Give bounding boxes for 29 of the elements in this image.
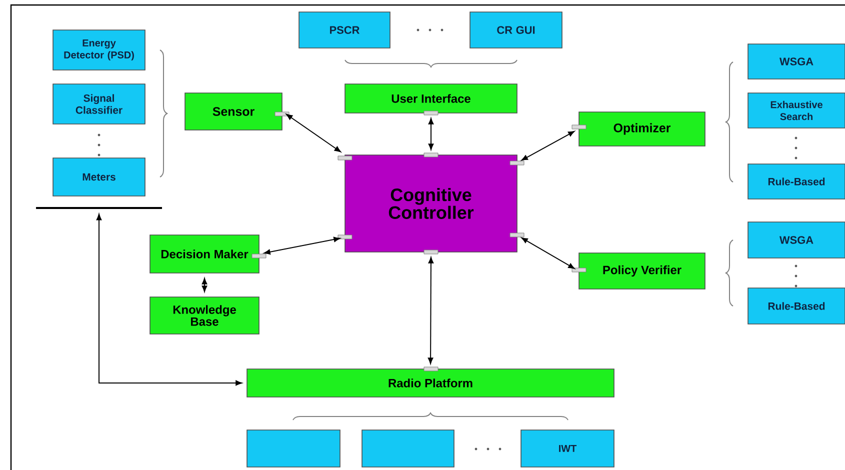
arrow: [264, 236, 340, 255]
module-box: User Interface: [344, 84, 518, 114]
component-box: Meters: [52, 158, 146, 196]
component-box: WSGA: [748, 222, 845, 258]
component-box: CR GUI: [470, 12, 562, 48]
component-box: Signal Classifier: [52, 84, 146, 124]
component-box: [362, 430, 454, 468]
module-box: Decision Maker: [150, 234, 260, 274]
module-box: Knowledge Base: [150, 296, 260, 334]
arrow: [521, 130, 575, 161]
module-box: Sensor: [184, 92, 282, 130]
component-box: WSGA: [748, 44, 845, 80]
component-box: [246, 430, 340, 468]
controller-box: Cognitive Controller: [344, 154, 518, 252]
arrow: [521, 237, 575, 269]
component-box: Exhaustive Search: [748, 92, 845, 128]
component-box: Energy Detector (PSD): [52, 30, 146, 70]
component-box: PSCR: [298, 12, 390, 48]
module-box: Optimizer: [578, 112, 706, 146]
arrow: [428, 118, 434, 150]
arrow: [202, 278, 208, 292]
component-box: Rule-Based: [748, 164, 845, 200]
component-box: IWT: [520, 430, 614, 468]
arrow: [428, 256, 434, 364]
component-box: Rule-Based: [748, 288, 845, 324]
arrow: [96, 214, 242, 386]
arrow: [286, 114, 341, 152]
module-box: Policy Verifier: [578, 252, 706, 290]
module-box: Radio Platform: [246, 368, 614, 398]
